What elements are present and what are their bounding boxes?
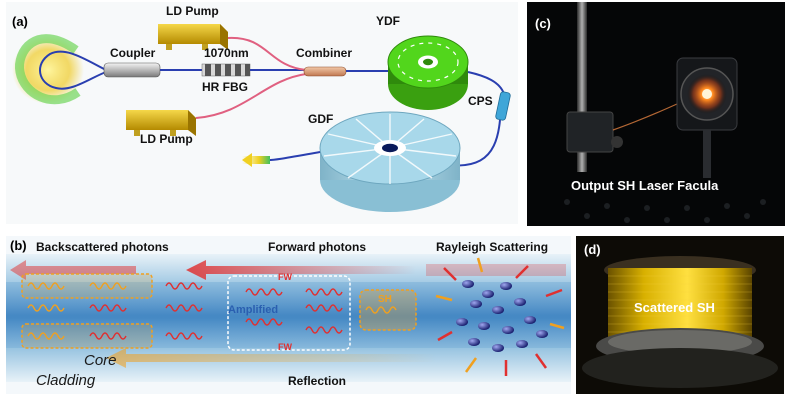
pump-fiber-bottom	[195, 73, 307, 119]
panel-a-tag: (a)	[12, 14, 28, 29]
photon-packet	[89, 304, 127, 312]
pump-fiber-top	[227, 36, 307, 71]
combiner-label: Combiner	[296, 46, 353, 60]
scattering-arrows	[435, 257, 565, 376]
panel-a-setup-schematic: (a) LD Pump LD Pump Coupler 1070nm HR FB…	[6, 2, 518, 224]
photon-packet	[305, 288, 343, 296]
sh-label: SH	[378, 294, 392, 305]
loop-mirror-ring	[15, 34, 81, 105]
fiber-segment	[467, 71, 505, 95]
panel-b-scattering-diagram: (b) Backscattered photons Forward photon…	[6, 236, 571, 394]
photon-packet	[27, 332, 65, 340]
gdf-spool	[319, 111, 461, 212]
scattering-particles	[456, 280, 548, 352]
coupler-label: Coupler	[110, 46, 156, 60]
gdf-label: GDF	[308, 112, 334, 126]
optical-post	[577, 2, 587, 172]
panel-d-caption: Scattered SH	[634, 300, 715, 315]
loop-fiber	[39, 50, 107, 90]
amplified-region	[227, 275, 351, 351]
backward-arrow-left	[10, 260, 136, 280]
backscatter-box-bottom	[21, 323, 153, 349]
photon-packet	[165, 332, 203, 340]
photon-packet	[89, 282, 127, 290]
photon-packet	[165, 304, 203, 312]
ld-pump-bottom-label: LD Pump	[140, 132, 193, 146]
panel-d-tag: (d)	[584, 242, 601, 257]
wavelength-label: 1070nm	[204, 46, 249, 60]
forward-label: Forward photons	[268, 240, 366, 254]
reflection-arrow	[106, 348, 436, 368]
backward-arrow-top	[186, 260, 416, 280]
cladding-label: Cladding	[36, 372, 96, 389]
setup-schematic-drawing	[12, 24, 511, 212]
ld-pump-top-label: LD Pump	[166, 4, 219, 18]
reflection-label: Reflection	[288, 374, 347, 388]
rayleigh-label: Rayleigh Scattering	[436, 240, 549, 254]
panel-c-tag: (c)	[535, 16, 551, 31]
mount-post	[703, 130, 711, 178]
photon-packet	[305, 304, 343, 312]
ydf-spool	[387, 35, 469, 110]
fw-bottom-label: FW	[278, 342, 292, 352]
scattering-drawing	[6, 236, 571, 394]
panel-d-scattered-photo: (d) Scattered SH	[576, 236, 784, 394]
output-photo-drawing	[527, 2, 785, 226]
backscatter-box-top	[21, 273, 153, 299]
amplified-label: Amplified	[228, 304, 279, 316]
fw-top-label: FW	[278, 272, 292, 282]
core-label: Core	[84, 352, 117, 369]
panel-b-tag: (b)	[10, 238, 27, 253]
photon-packet	[365, 306, 397, 314]
hr-fbg-label: HR FBG	[202, 80, 248, 94]
photon-packet	[89, 332, 127, 340]
combiner-component	[303, 66, 347, 77]
scattered-photo-drawing	[576, 236, 784, 394]
backscattered-label: Backscattered photons	[36, 240, 169, 254]
photon-packet	[165, 282, 203, 290]
output-beam	[242, 153, 270, 167]
fiber-segment	[267, 151, 321, 161]
photon-packet	[245, 318, 283, 326]
photon-packet	[27, 304, 65, 312]
photon-packet	[305, 326, 343, 334]
hr-fbg-component	[201, 63, 251, 77]
ydf-label: YDF	[376, 14, 400, 28]
core-band	[6, 282, 571, 348]
panel-c-output-photo: (c) Output SH Laser Facula	[527, 2, 785, 226]
photon-packet	[245, 288, 283, 296]
sh-region	[359, 289, 417, 331]
panel-c-caption: Output SH Laser Facula	[571, 178, 719, 193]
photon-packet	[27, 282, 65, 290]
fiber-holder	[566, 111, 614, 153]
cps-label: CPS	[468, 94, 493, 108]
coupler-component	[103, 62, 161, 78]
cps-component	[495, 91, 511, 121]
ld-pump-top	[158, 24, 228, 50]
optical-table-holes	[564, 199, 766, 223]
ld-pump-bottom	[126, 110, 196, 136]
